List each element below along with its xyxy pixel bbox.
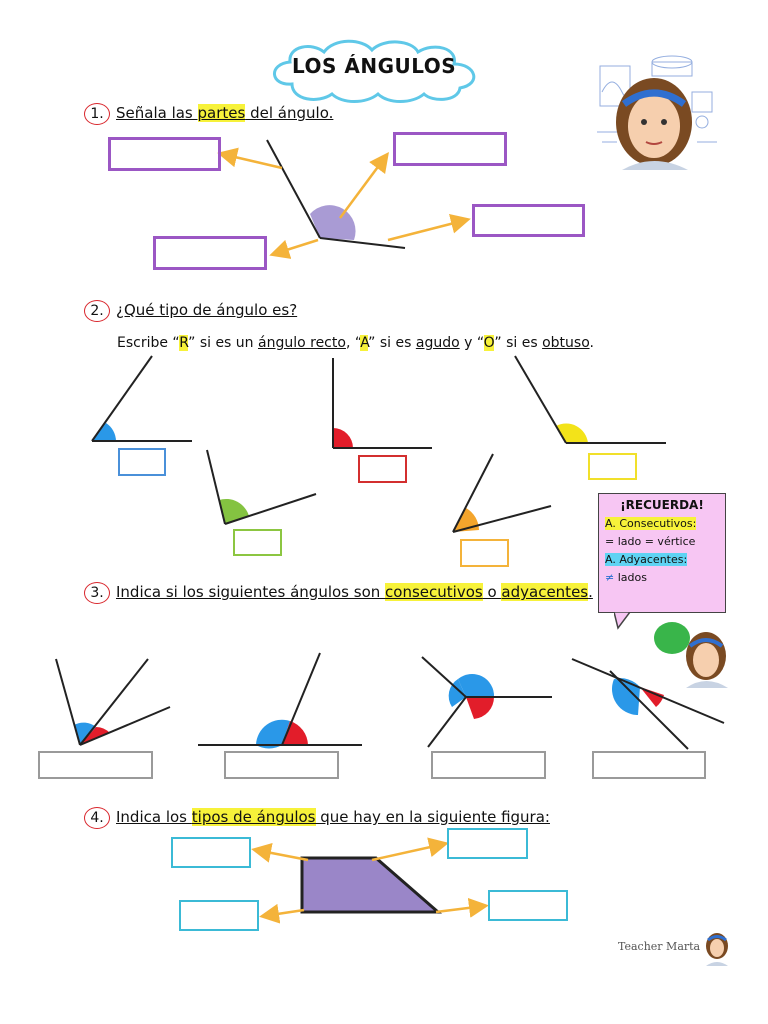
answer-box-lado-2[interactable] (393, 132, 507, 166)
question-1: 1.Señala las partes del ángulo. (84, 103, 333, 125)
not-equal-icon: ≠ (605, 571, 618, 584)
question-2: 2.¿Qué tipo de ángulo es? (84, 300, 297, 322)
question-4: 4.Indica los tipos de ángulos que hay en… (84, 807, 550, 829)
reminder-box: ¡RECUERDA! A. Consecutivos: = lado = vér… (598, 493, 726, 613)
question-number: 1. (84, 103, 110, 125)
trapezoid-shape (300, 856, 443, 914)
reminder-pointer (614, 612, 631, 630)
footer-credit: Teacher Marta (618, 940, 701, 953)
question-3: 3.Indica si los siguientes ángulos son c… (84, 582, 593, 604)
answer-box-angle-5[interactable] (460, 539, 509, 567)
teacher-avatar-footer-image (706, 933, 728, 966)
acute-angle-blue (92, 423, 116, 441)
reminder-title: ¡RECUERDA! (620, 498, 704, 512)
answer-box-pair-1[interactable] (38, 751, 153, 779)
consecutive-adjacent-diagram (55, 652, 725, 750)
answer-box-shape-2[interactable] (447, 828, 528, 859)
answer-box-vertice[interactable] (153, 236, 267, 270)
answer-box-pair-4[interactable] (592, 751, 706, 779)
angle-types-diagram (91, 355, 666, 533)
trapezoid-diagram (251, 837, 489, 924)
title-cloud (273, 39, 476, 103)
answer-box-angle-2[interactable] (358, 455, 407, 483)
answer-box-angle-1[interactable] (118, 448, 166, 476)
question-number: 3. (84, 582, 110, 604)
question-2-instructions: Escribe “R” si es un ángulo recto, “A” s… (117, 335, 594, 351)
answer-box-shape-4[interactable] (488, 890, 568, 921)
teacher-avatar-small-image (654, 622, 728, 688)
right-angle-red (333, 428, 353, 448)
question-number: 4. (84, 807, 110, 829)
teacher-avatar-image (597, 55, 717, 170)
answer-box-angle-3[interactable] (588, 453, 637, 480)
answer-box-shape-1[interactable] (171, 837, 251, 868)
angle-arc (310, 205, 356, 240)
answer-box-pair-3[interactable] (431, 751, 546, 779)
answer-box-angle-4[interactable] (233, 529, 282, 556)
page-title: LOS ÁNGULOS (292, 54, 457, 78)
angle-parts-diagram (217, 139, 471, 259)
answer-box-shape-3[interactable] (179, 900, 259, 931)
answer-box-pair-2[interactable] (224, 751, 339, 779)
answer-box-angulo[interactable] (472, 204, 585, 237)
question-number: 2. (84, 300, 110, 322)
answer-box-lado[interactable] (108, 137, 221, 171)
